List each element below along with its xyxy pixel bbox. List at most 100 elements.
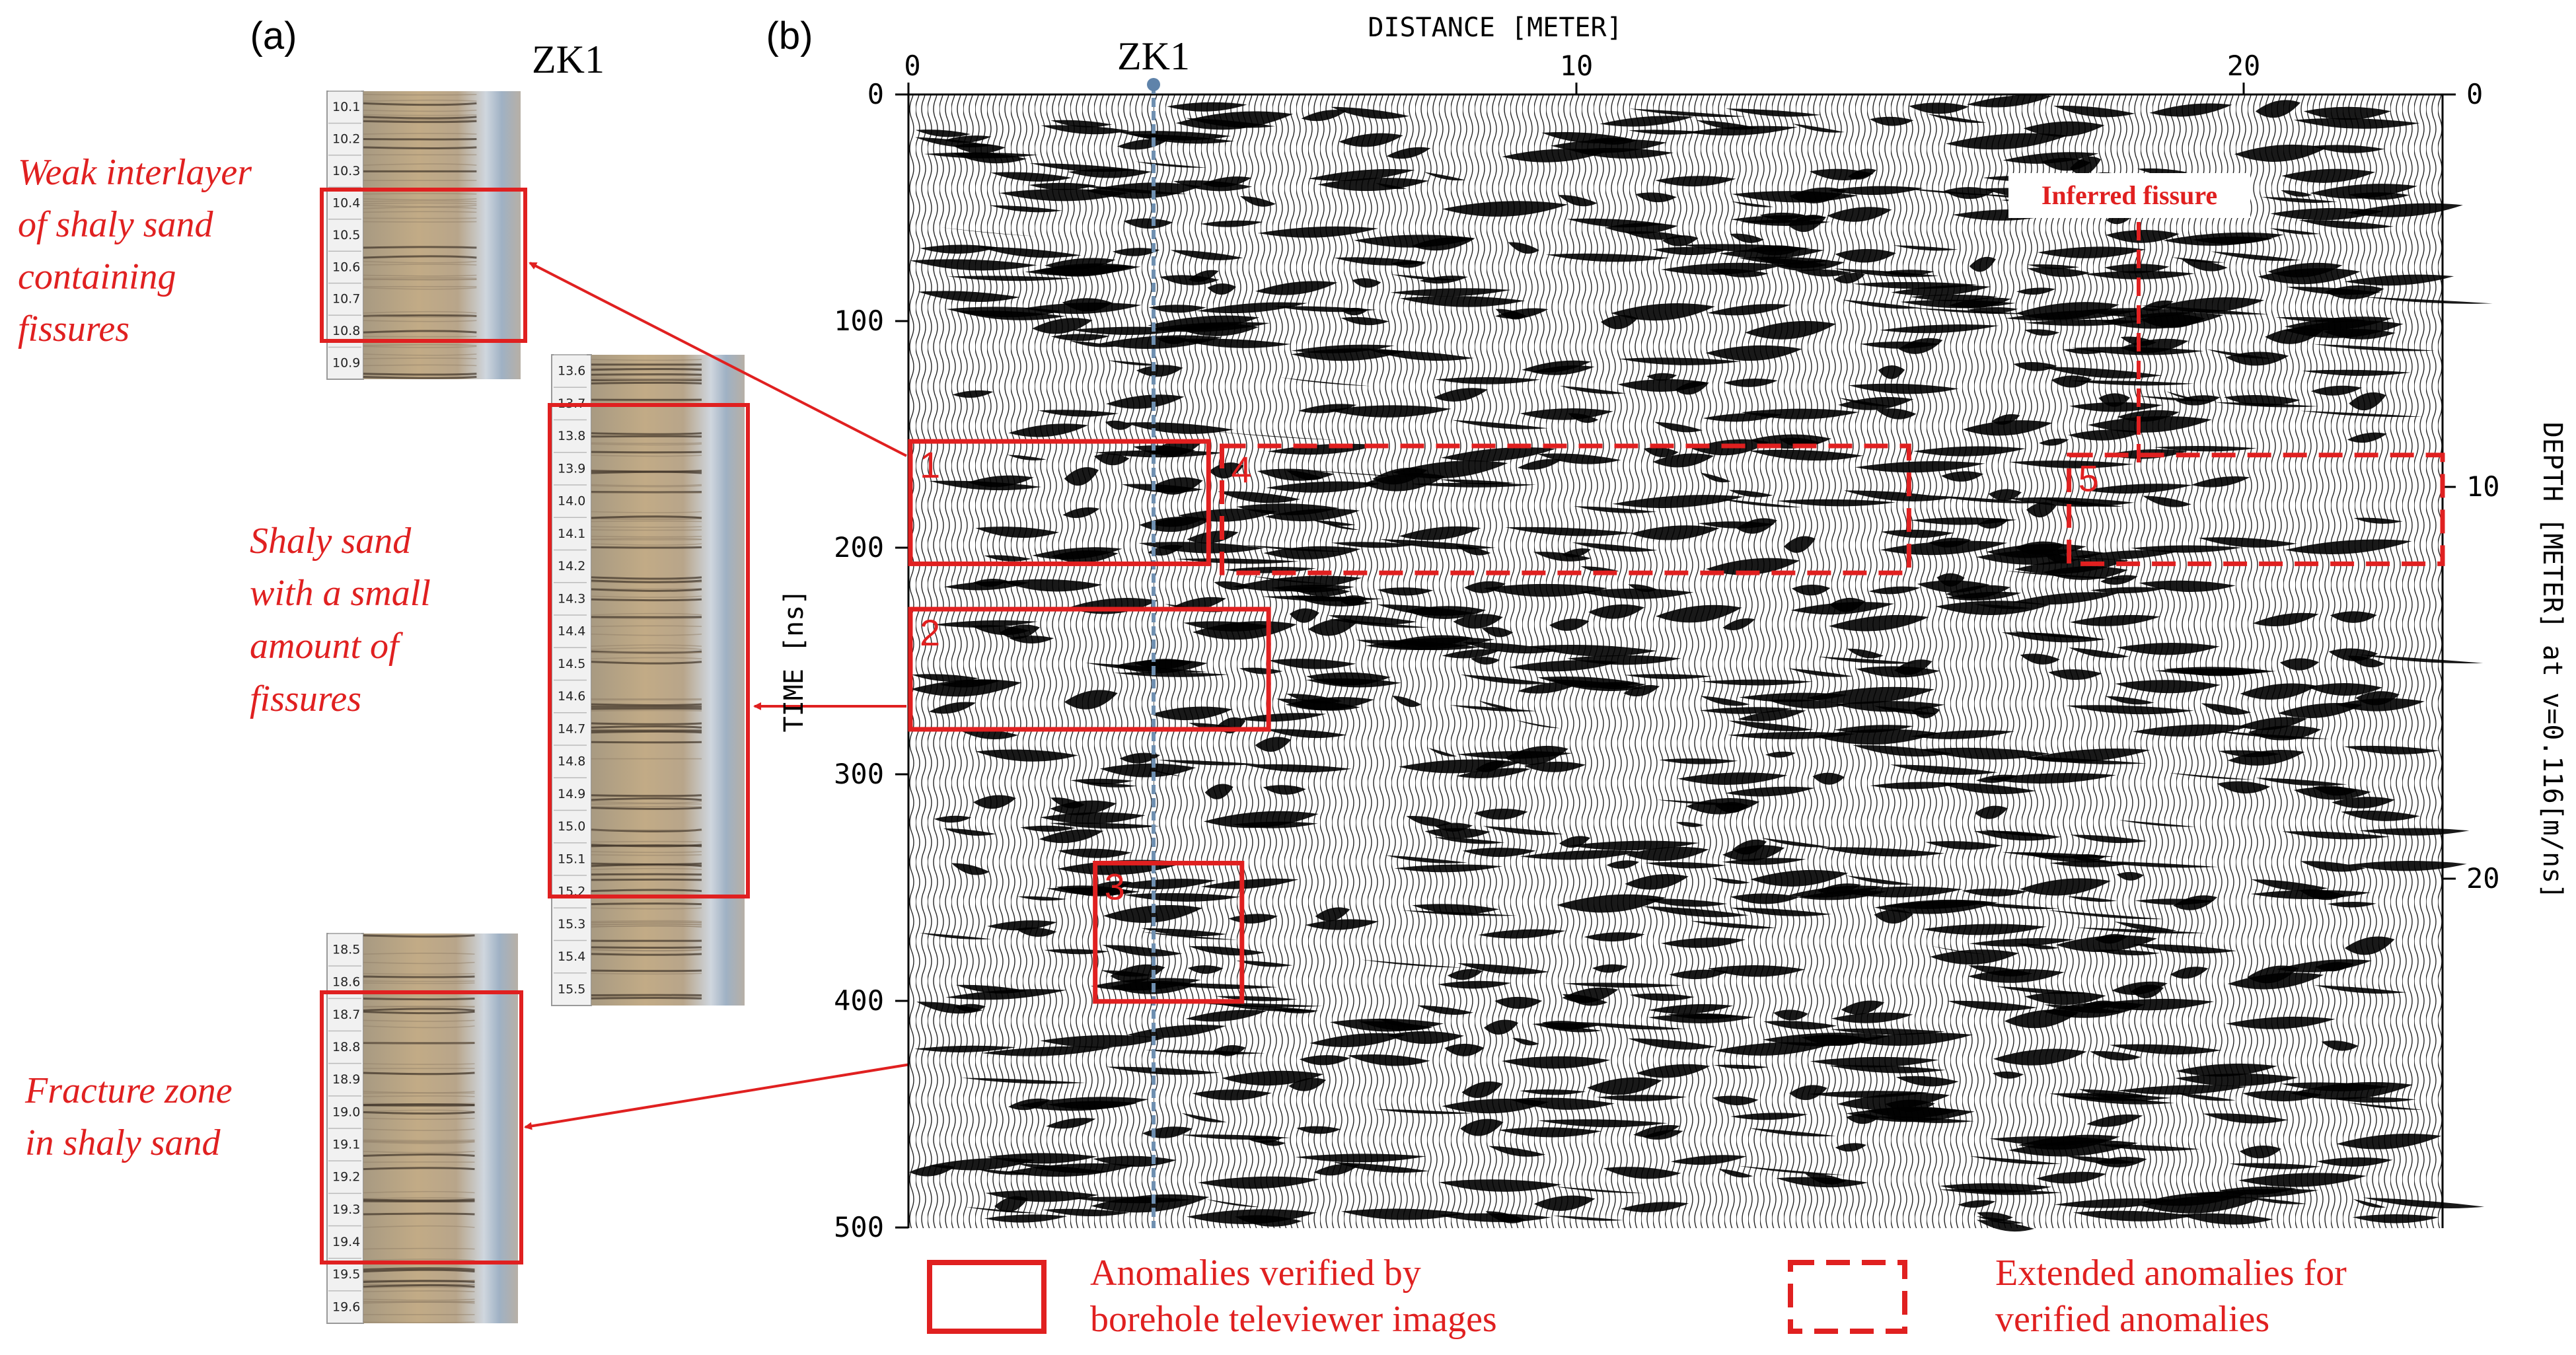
core-depth-label: 18.9	[332, 1072, 360, 1087]
core-depth-label: 18.5	[332, 942, 360, 957]
left-tick-label: 300	[834, 758, 884, 790]
core-box-fracture-zone	[320, 990, 523, 1264]
borehole-label: ZK1	[1117, 34, 1190, 78]
anomaly-box-label: 2	[920, 612, 940, 653]
inferred-fissure: Inferred fissure	[2008, 173, 2250, 462]
arrow-box1-to-core	[529, 262, 907, 457]
core-image-bottom: 18.518.618.718.818.919.019.119.219.319.4…	[326, 933, 518, 1324]
core-texture	[363, 934, 475, 1323]
core-depth-label: 19.2	[332, 1170, 360, 1185]
depth-axis-title: DEPTH [METER] at v=0.116[m/ns]	[2537, 422, 2567, 899]
anomaly-box-4	[1219, 443, 1911, 575]
core-depth-label: 14.1	[558, 527, 585, 541]
core-depth-label: 10.3	[332, 164, 360, 178]
anomaly-box-2	[908, 606, 1271, 732]
legend: Anomalies verified by borehole televiewe…	[927, 1253, 2347, 1340]
core-depth-label: 14.7	[558, 721, 585, 736]
core-depth-label: 19.1	[332, 1137, 360, 1152]
core-box-weak-interlayer	[320, 188, 527, 343]
time-axis-title: TIME [ns]	[779, 589, 809, 733]
core-depth-label: 15.5	[558, 982, 585, 996]
top-tick-label: 0	[904, 50, 920, 82]
annotation-fracture-zone: Fracture zone in shaly sand	[24, 1070, 233, 1163]
core-depth-label: 10.2	[332, 131, 360, 146]
right-axis-ticks: 0 10 20	[2443, 78, 2500, 895]
radargram-reflectors	[909, 94, 2493, 1232]
left-tick-label: 200	[834, 531, 884, 564]
svg-text:of shaly sand: of shaly sand	[18, 204, 214, 245]
core-depth-label: 15.3	[558, 917, 585, 932]
core-image-top: 10.110.210.310.410.510.610.710.810.9	[326, 91, 521, 380]
svg-text:amount of: amount of	[250, 626, 404, 667]
right-tick-label: 0	[2466, 78, 2483, 110]
right-tick-label: 10	[2466, 470, 2500, 503]
core-depth-label: 14.4	[558, 624, 585, 639]
core-depth-label: 15.1	[558, 852, 585, 866]
core-depth-label: 13.8	[558, 429, 585, 443]
core-depth-label: 18.8	[332, 1040, 360, 1054]
core-depth-label: 19.6	[332, 1300, 360, 1314]
svg-text:Weak interlayer: Weak interlayer	[18, 152, 252, 193]
anomaly-box-1	[908, 439, 1211, 566]
anomaly-box-label: 5	[2079, 458, 2099, 499]
core-depth-label: 13.9	[558, 461, 585, 476]
annotation-shaly-sand: Shaly sand with a small amount of fissur…	[250, 521, 431, 719]
core-depth-label: 10.7	[332, 292, 360, 307]
core-depth-label: 19.0	[332, 1105, 360, 1119]
legend-dashed-text: Extended anomalies for	[1995, 1253, 2347, 1294]
legend-dashed-swatch	[1788, 1260, 1907, 1334]
legend-dashed-text: verified anomalies	[1995, 1299, 2269, 1340]
core-depth-label: 14.5	[558, 657, 585, 671]
core-depth-label: 10.5	[332, 228, 360, 242]
core-depth-label: 19.3	[332, 1202, 360, 1217]
radargram	[908, 94, 2493, 1232]
core-depth-label: 10.4	[332, 196, 360, 210]
top-tick-label: 20	[2227, 50, 2261, 82]
core-depth-label: 14.8	[558, 754, 585, 769]
svg-text:with a small: with a small	[250, 573, 431, 614]
panel-b-label: (b)	[766, 15, 813, 57]
legend-solid-text: borehole televiewer images	[1090, 1299, 1497, 1340]
core-depth-label: 10.6	[332, 260, 360, 274]
svg-text:Fracture zone: Fracture zone	[24, 1070, 233, 1111]
core-depth-label: 19.5	[332, 1267, 360, 1282]
core-depth-label: 13.6	[558, 364, 585, 379]
anomaly-box-3	[1093, 860, 1245, 1004]
core-depth-label: 15.4	[558, 949, 585, 964]
core-depth-label: 14.0	[558, 494, 585, 509]
anomaly-box-label: 1	[920, 444, 940, 486]
core-depth-scale-middle: 13.613.713.813.914.014.114.214.314.414.5…	[554, 354, 587, 996]
left-tick-label: 500	[834, 1211, 884, 1243]
anomaly-box-5	[2067, 453, 2445, 566]
svg-text:fissures: fissures	[250, 678, 361, 719]
core-image-middle: 13.613.713.813.914.014.114.214.314.414.5…	[551, 354, 745, 1006]
annotation-weak-interlayer: Weak interlayer of shaly sand containing…	[18, 152, 252, 349]
core-box-shaly-sand	[548, 403, 750, 898]
core-depth-scale-top: 10.110.210.310.410.510.610.710.810.9	[328, 91, 361, 371]
core-depth-label: 10.1	[332, 100, 360, 114]
core-texture	[363, 94, 477, 379]
svg-text:containing: containing	[18, 256, 176, 297]
inferred-fissure-label: Inferred fissure	[2042, 180, 2217, 210]
core-depth-label: 14.9	[558, 787, 585, 801]
distance-axis-title: DISTANCE [METER]	[1368, 13, 1622, 43]
core-depth-label: 10.9	[332, 356, 360, 371]
top-axis-ticks: 0 10 20	[904, 50, 2260, 94]
svg-text:in shaly sand: in shaly sand	[25, 1122, 221, 1163]
core-borehole-label: ZK1	[532, 38, 605, 81]
svg-text:Shaly sand: Shaly sand	[250, 521, 412, 562]
borehole-zk1-marker: ZK1	[1117, 34, 1190, 1228]
left-axis-ticks: 0 100 200 300 400 500	[834, 78, 908, 1243]
left-tick-label: 0	[867, 78, 884, 110]
core-depth-scale-bottom: 18.518.618.718.818.919.019.119.219.319.4…	[328, 933, 361, 1314]
left-tick-label: 400	[834, 984, 884, 1017]
core-texture	[591, 359, 702, 1000]
core-depth-label: 14.3	[558, 591, 585, 606]
panel-a-label: (a)	[250, 15, 297, 57]
top-tick-label: 10	[1560, 50, 1594, 82]
legend-solid-swatch	[927, 1260, 1047, 1334]
core-depth-label: 14.6	[558, 689, 585, 704]
core-depth-label: 18.6	[332, 975, 360, 990]
